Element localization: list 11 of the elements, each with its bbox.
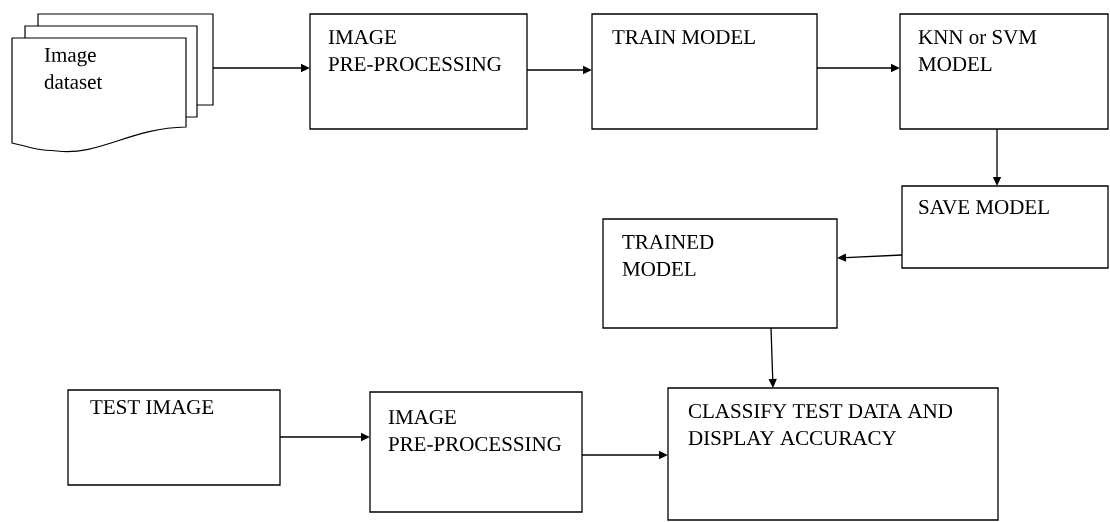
arrow [768,327,777,388]
arrow [837,253,903,262]
process-box: KNN or SVM MODEL [899,13,1109,130]
process-box: TRAINED MODEL [602,218,838,329]
process-box: SAVE MODEL [901,185,1109,269]
process-box: CLASSIFY TEST DATA AND DISPLAY ACCURACY [667,387,999,521]
process-box: TEST IMAGE [67,389,281,486]
document-stack: Image dataset [11,13,214,153]
process-box: TRAIN MODEL [591,13,818,130]
process-box: IMAGE PRE-PROCESSING [309,13,528,130]
process-box: IMAGE PRE-PROCESSING [369,391,583,513]
